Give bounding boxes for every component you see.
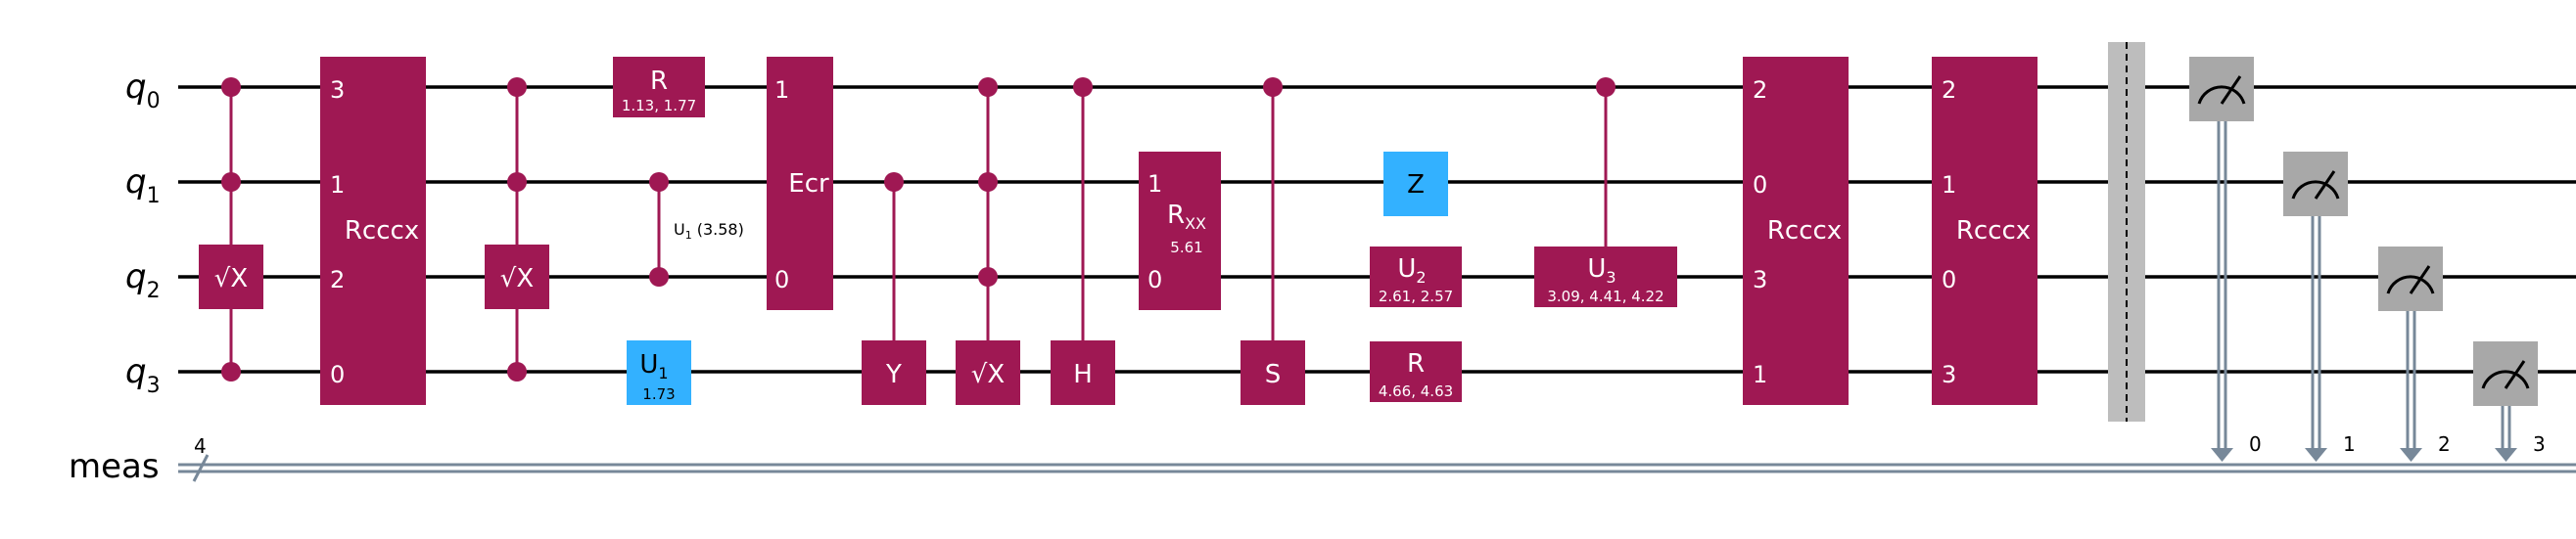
r-gate-2: R 4.66, 4.63 bbox=[1370, 341, 1462, 402]
svg-text:2.61, 2.57: 2.61, 2.57 bbox=[1379, 288, 1453, 305]
svg-text:0: 0 bbox=[774, 266, 789, 293]
sx-label: √X bbox=[500, 264, 534, 293]
controlled-u1-gate: U1(3.58) bbox=[649, 172, 744, 287]
svg-text:3: 3 bbox=[1753, 266, 1767, 293]
svg-text:0: 0 bbox=[1147, 266, 1162, 293]
controlled-u3-gate: U3 3.09, 4.41, 4.22 bbox=[1534, 77, 1677, 307]
controlled-y-gate: Y bbox=[862, 172, 926, 405]
rcccx-gate-2: 2 0 3 1 Rcccx bbox=[1743, 57, 1849, 405]
controlled-sx-gate-3: √X bbox=[956, 77, 1020, 405]
qubit-label-0: q0 bbox=[125, 67, 161, 113]
classical-bundle-slash bbox=[192, 454, 210, 482]
svg-text:2: 2 bbox=[1753, 76, 1767, 104]
rxx-gate: 1 0 RXX 5.61 bbox=[1139, 152, 1221, 310]
measurement-3: 3 bbox=[2473, 341, 2546, 462]
svg-text:S: S bbox=[1265, 360, 1282, 389]
qubit-label-3: q3 bbox=[125, 352, 161, 398]
svg-text:5.61: 5.61 bbox=[1170, 239, 1202, 256]
qubit-label-2: q2 bbox=[125, 257, 161, 303]
u2-gate: U2 2.61, 2.57 bbox=[1370, 247, 1462, 307]
measurement-0: 0 bbox=[2189, 57, 2262, 462]
controlled-sx-gate-1: √X bbox=[199, 77, 263, 382]
svg-text:√X: √X bbox=[971, 360, 1005, 389]
svg-text:1: 1 bbox=[1147, 170, 1162, 198]
rcccx-gate-3: 2 1 0 3 Rcccx bbox=[1932, 57, 2037, 405]
sx-box bbox=[199, 245, 263, 309]
measurement-1: 1 bbox=[2283, 152, 2356, 462]
svg-text:1.73: 1.73 bbox=[642, 385, 675, 403]
svg-text:U1: U1 bbox=[639, 350, 668, 382]
svg-text:3: 3 bbox=[2533, 432, 2546, 456]
qubit-label-1: q1 bbox=[125, 162, 161, 208]
svg-text:2: 2 bbox=[1942, 76, 1956, 104]
measurement-2: 2 bbox=[2378, 247, 2451, 462]
svg-text:1.13, 1.77: 1.13, 1.77 bbox=[622, 97, 696, 114]
port-label: 2 bbox=[330, 266, 345, 293]
svg-text:U3: U3 bbox=[1587, 254, 1616, 287]
svg-text:0: 0 bbox=[1942, 266, 1956, 293]
control-dot bbox=[221, 172, 241, 192]
gate-label: Rcccx bbox=[345, 216, 419, 246]
classical-register-size: 4 bbox=[194, 434, 207, 458]
port-label: 3 bbox=[330, 76, 345, 104]
control-dot bbox=[221, 362, 241, 382]
qubit-labels: q0 q1 q2 q3 meas bbox=[69, 67, 161, 486]
barrier bbox=[2108, 42, 2145, 422]
ecr-gate: 1 0 Ecr bbox=[767, 57, 833, 310]
svg-text:U1(3.58): U1(3.58) bbox=[674, 220, 744, 242]
controlled-sx-gate-2: √X bbox=[485, 77, 549, 382]
classical-register-label: meas bbox=[69, 447, 160, 486]
sx-label: √X bbox=[214, 264, 248, 293]
control-dot bbox=[221, 77, 241, 97]
svg-text:R: R bbox=[1407, 349, 1425, 379]
controlled-s-gate: S bbox=[1241, 77, 1305, 405]
svg-text:RXX: RXX bbox=[1167, 201, 1206, 233]
svg-text:0: 0 bbox=[1753, 171, 1767, 199]
svg-text:4.66, 4.63: 4.66, 4.63 bbox=[1379, 382, 1453, 400]
svg-text:Rcccx: Rcccx bbox=[1956, 216, 2031, 246]
svg-text:2: 2 bbox=[2438, 432, 2451, 456]
svg-text:1: 1 bbox=[1753, 361, 1767, 388]
svg-text:3: 3 bbox=[1942, 361, 1956, 388]
svg-text:Ecr: Ecr bbox=[788, 169, 829, 199]
svg-text:R: R bbox=[650, 67, 668, 96]
svg-text:0: 0 bbox=[2249, 432, 2262, 456]
svg-text:Y: Y bbox=[885, 360, 902, 389]
svg-text:1: 1 bbox=[1942, 171, 1956, 199]
svg-text:Rcccx: Rcccx bbox=[1767, 216, 1842, 246]
rcccx-gate-1: 3 1 2 0 Rcccx bbox=[320, 57, 426, 405]
z-gate: Z bbox=[1383, 152, 1448, 216]
port-label: 1 bbox=[330, 171, 345, 199]
svg-text:1: 1 bbox=[774, 76, 789, 104]
svg-text:H: H bbox=[1073, 360, 1093, 389]
r-gate-1: R 1.13, 1.77 bbox=[613, 57, 705, 117]
svg-text:3.09, 4.41, 4.22: 3.09, 4.41, 4.22 bbox=[1547, 288, 1663, 305]
svg-text:U2: U2 bbox=[1397, 254, 1426, 287]
u1-gate: U1 1.73 bbox=[627, 340, 691, 405]
svg-text:1: 1 bbox=[2343, 432, 2356, 456]
svg-text:Z: Z bbox=[1407, 170, 1425, 200]
controlled-h-gate: H bbox=[1051, 77, 1115, 405]
port-label: 0 bbox=[330, 361, 345, 388]
